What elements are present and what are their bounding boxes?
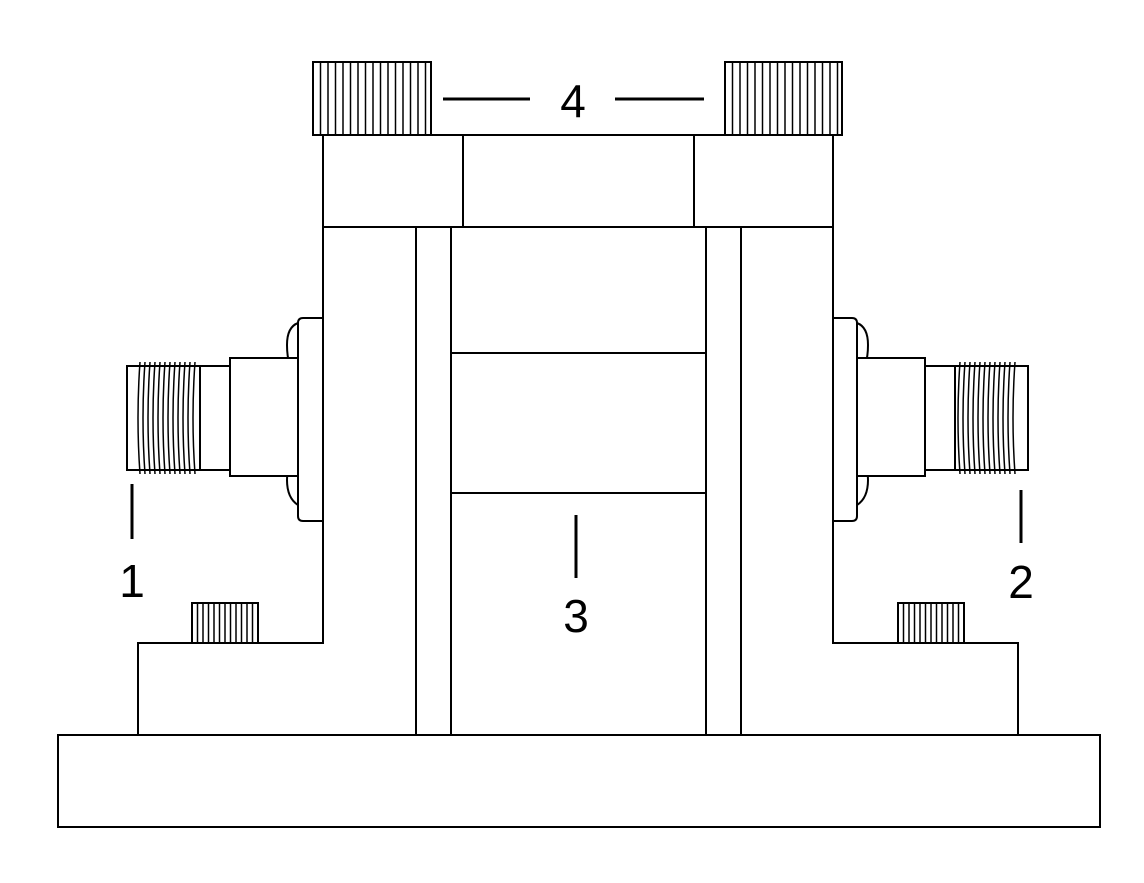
side-screw-right — [897, 602, 965, 644]
thread-line — [177, 361, 181, 475]
top-screw-right — [724, 61, 843, 136]
right-connector — [832, 317, 1029, 522]
thread-line — [182, 361, 186, 475]
base-plate — [57, 734, 1101, 828]
thread-line — [1007, 361, 1011, 475]
left-spacer-strip — [415, 226, 452, 736]
thread-line — [992, 361, 996, 475]
thread-line — [967, 361, 971, 475]
right-spacer-strip — [705, 226, 742, 736]
top-screw-left — [312, 61, 432, 136]
thread-line — [1002, 361, 1006, 475]
thread-line — [997, 361, 1001, 475]
thread-line — [187, 361, 191, 475]
left-connector — [126, 317, 324, 522]
center-block — [450, 226, 707, 736]
thread-line — [157, 361, 161, 475]
label-1: 1 — [119, 555, 145, 607]
label-3: 3 — [563, 590, 589, 642]
top-clamp-bar — [322, 134, 834, 228]
label-2: 2 — [1008, 556, 1034, 608]
thread-line — [977, 361, 981, 475]
label-4: 4 — [560, 75, 586, 127]
thread-line — [987, 361, 991, 475]
thread-line — [167, 361, 171, 475]
thread-line — [152, 361, 156, 475]
side-screw-left — [191, 602, 259, 644]
thread-line — [192, 361, 196, 475]
thread-line — [962, 361, 966, 475]
thread-line — [162, 361, 166, 475]
thread-line — [142, 361, 146, 475]
thread-line — [172, 361, 176, 475]
thread-line — [972, 361, 976, 475]
thread-line — [137, 361, 141, 475]
thread-line — [1012, 361, 1016, 475]
thread-line — [982, 361, 986, 475]
thread-line — [147, 361, 151, 475]
thread-line — [957, 361, 961, 475]
right-side-block — [740, 226, 1019, 736]
left-side-block — [137, 226, 417, 736]
